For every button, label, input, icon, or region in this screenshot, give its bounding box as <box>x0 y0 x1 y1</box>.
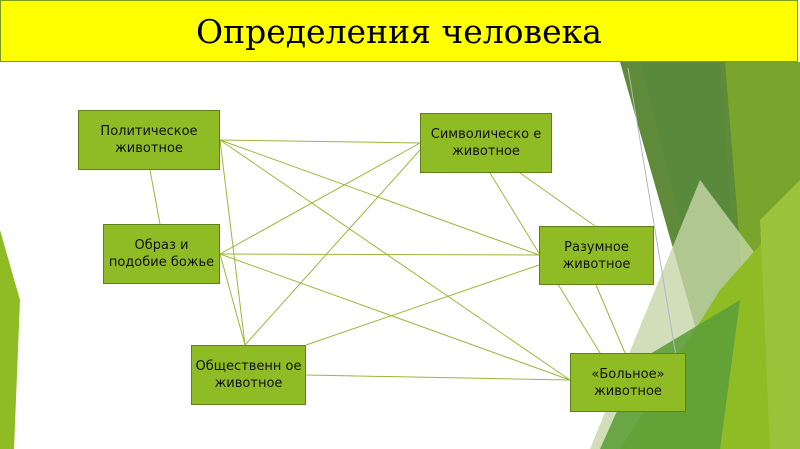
title-bar: Определения человека <box>0 0 798 62</box>
page-title: Определения человека <box>196 11 602 51</box>
thin-line <box>627 67 681 381</box>
node-image: Образ и подобие божье <box>103 224 220 284</box>
node-symbolic: Символическо е животное <box>420 113 552 173</box>
node-political: Политическое животное <box>78 110 220 170</box>
left-accent <box>0 230 20 449</box>
node-sick: «Больное» животное <box>570 353 686 412</box>
node-rational: Разумное животное <box>539 226 654 285</box>
connectors <box>149 139 626 381</box>
node-social: Общественн ое животное <box>191 345 306 405</box>
stripe-edge <box>760 180 800 449</box>
